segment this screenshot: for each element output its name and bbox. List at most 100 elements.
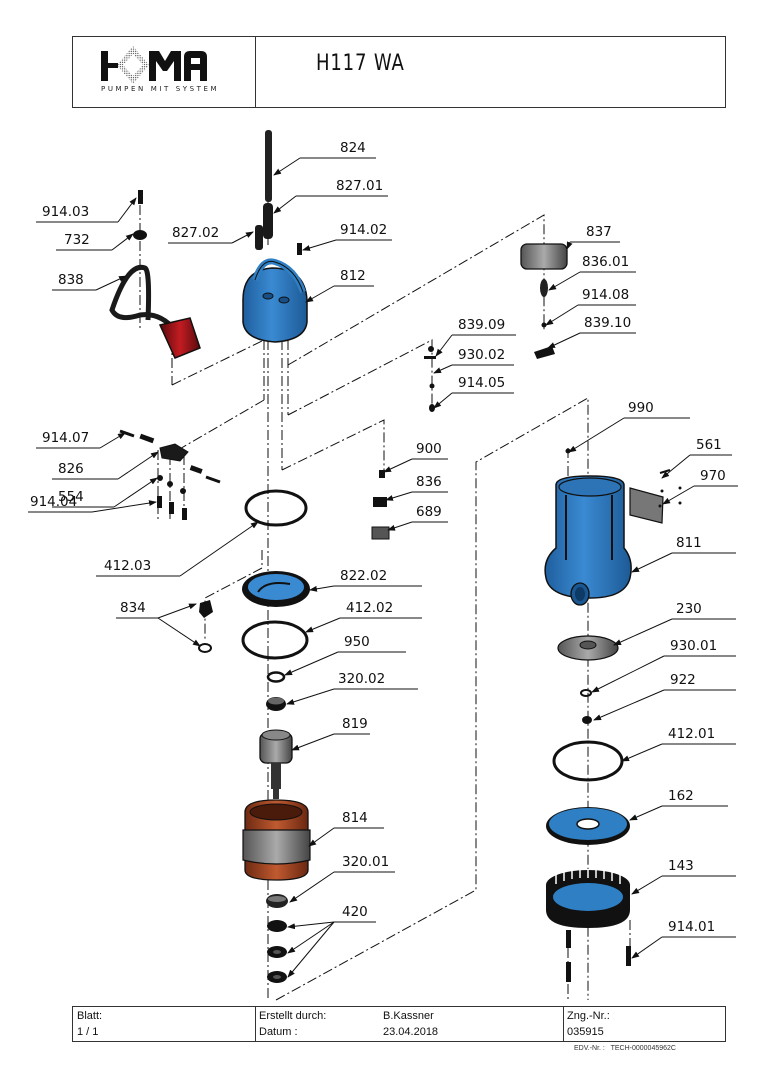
part-label-320-01: 320.01	[342, 854, 389, 870]
part-label-930-02: 930.02	[458, 347, 505, 363]
part-827-02	[255, 225, 263, 250]
part-812-motor-cover	[242, 258, 308, 343]
leader-arrow-320-01	[289, 871, 335, 903]
part-320-02-bearing	[266, 697, 286, 711]
leader-arrow-554	[113, 477, 158, 508]
part-label-162: 162	[668, 788, 694, 804]
part-label-914-04: 914.04	[30, 494, 77, 510]
part-914-02-screw	[297, 243, 302, 255]
part-230-impeller	[557, 635, 619, 661]
leader-arrow-412-01	[621, 743, 663, 762]
part-824-rod	[265, 130, 272, 202]
drawing-number-value: 035915	[567, 1026, 604, 1038]
part-label-822-02: 822.02	[340, 568, 387, 584]
part-label-914-02: 914.02	[340, 222, 387, 238]
leader-arrow-834	[157, 603, 197, 619]
homa-logo	[101, 46, 207, 84]
leader-arrow-320-02	[286, 688, 335, 705]
leader-arrow-420	[287, 921, 335, 978]
part-label-561: 561	[696, 437, 722, 453]
part-826-terminal-board	[119, 429, 221, 520]
part-label-811: 811	[676, 535, 702, 551]
date-label: Datum :	[259, 1026, 298, 1038]
part-label-412-02: 412.02	[346, 600, 393, 616]
part-label-826: 826	[58, 461, 84, 477]
leader-arrow-922	[593, 689, 665, 721]
brand-tagline: PUMPEN MIT SYSTEM	[101, 85, 220, 93]
leader-arrow-914-04	[91, 500, 157, 513]
part-label-412-03: 412.03	[104, 558, 151, 574]
part-label-320-02: 320.02	[338, 671, 385, 687]
part-320-01-and-420	[266, 894, 288, 983]
part-label-819: 819	[342, 716, 368, 732]
leader-arrow-162	[629, 805, 663, 821]
part-950-spring	[266, 671, 286, 683]
created-by-value: B.Kassner	[383, 1010, 434, 1022]
part-838-float-switch	[109, 264, 201, 359]
part-label-930-01: 930.01	[670, 638, 717, 654]
leader-arrow-732	[111, 233, 134, 251]
leader-arrow-420	[287, 921, 335, 954]
drawing-title: H117 WA	[316, 51, 405, 76]
leader-arrow-811	[631, 552, 673, 573]
leader-arrow-412-03	[179, 521, 259, 577]
part-label-839-10: 839.10	[584, 315, 631, 331]
edv-number: EDV.-Nr. : TECH-0000045962C	[574, 1045, 676, 1052]
leader-arrow-836	[385, 491, 413, 501]
part-814-stator	[242, 799, 311, 881]
part-930-01-washer	[580, 689, 592, 697]
leader-arrow-230	[613, 618, 673, 646]
part-label-970: 970	[700, 468, 726, 484]
leader-arrow-814	[308, 827, 335, 847]
part-label-838: 838	[58, 272, 84, 288]
part-label-827-02: 827.02	[172, 225, 219, 241]
part-412-02-o-ring	[241, 620, 309, 660]
part-label-914-03: 914.03	[42, 204, 89, 220]
part-label-836-01: 836.01	[582, 254, 629, 270]
leader-arrow-561	[661, 454, 691, 479]
leader-arrow-930-01	[591, 655, 665, 693]
leader-arrow-836-01	[548, 271, 581, 291]
part-811-pump-housing	[544, 475, 632, 606]
part-label-554: 554	[58, 489, 84, 505]
part-label-836: 836	[416, 474, 442, 490]
leader-arrow-914-05	[433, 392, 453, 409]
leader-arrow-839-09	[435, 334, 453, 357]
leader-lines	[28, 157, 738, 978]
part-label-814: 814	[342, 810, 368, 826]
part-819-rotor	[259, 729, 293, 799]
part-label-230: 230	[676, 601, 702, 617]
part-label-732: 732	[64, 232, 90, 248]
leader-arrow-970	[662, 485, 695, 505]
leader-arrow-826	[117, 451, 159, 480]
part-412-03-o-ring	[244, 489, 308, 527]
leader-arrow-914-03	[117, 197, 137, 223]
part-label-914-08: 914.08	[582, 287, 629, 303]
part-label-914-07: 914.07	[42, 430, 89, 446]
title-cell: H117 WA	[256, 37, 725, 107]
leader-arrow-827-02	[231, 231, 254, 244]
leader-arrow-914-01	[631, 936, 663, 959]
leader-arrow-837	[566, 241, 573, 250]
part-162-suction-cover	[546, 807, 630, 845]
leader-arrow-838	[95, 275, 127, 291]
part-732	[133, 230, 147, 240]
part-label-420: 420	[342, 904, 368, 920]
part-836-01-clamp	[540, 279, 548, 297]
part-label-914-05: 914.05	[458, 375, 505, 391]
part-label-812: 812	[340, 268, 366, 284]
sheet-value: 1 / 1	[77, 1026, 99, 1038]
leader-arrow-990	[568, 417, 625, 453]
leader-arrow-950	[284, 651, 339, 676]
part-label-837: 837	[586, 224, 612, 240]
part-834	[198, 600, 213, 653]
part-143-strainer	[546, 869, 630, 928]
part-label-990: 990	[628, 400, 654, 416]
part-839-10	[534, 346, 555, 359]
part-822-02-flange	[242, 571, 310, 607]
edv-value: TECH-0000045962C	[610, 1045, 676, 1052]
part-827-01	[263, 203, 273, 239]
leader-arrow-143	[631, 875, 663, 895]
